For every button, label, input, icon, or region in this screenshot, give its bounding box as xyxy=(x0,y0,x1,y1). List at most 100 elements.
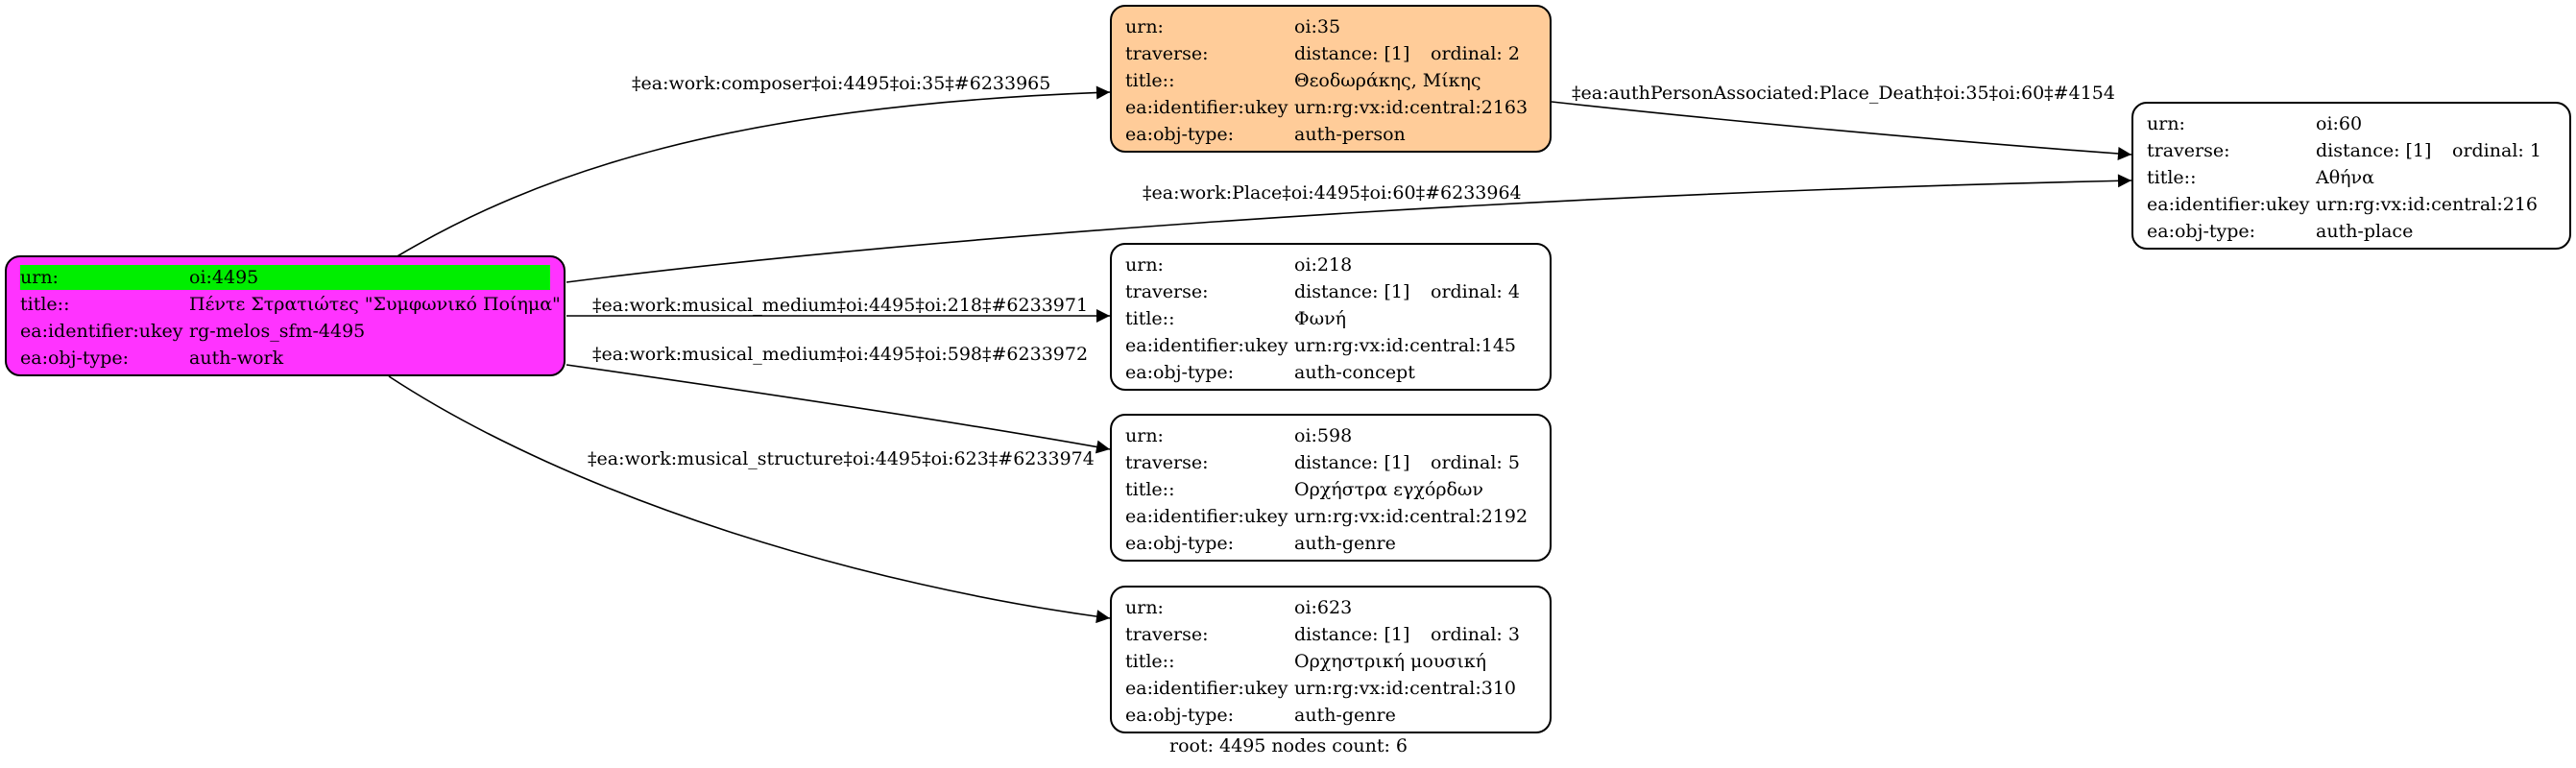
node-row-ukey: ea:identifier:ukey rg-melos_sfm-4495 xyxy=(20,319,554,344)
row-value: auth-concept xyxy=(1294,362,1415,383)
node-row-traverse: traverse: distance: [1] ordinal: 4 xyxy=(1125,279,1540,304)
node-row-urn: urn: oi:4495 xyxy=(20,265,550,290)
row-key: ea:obj-type: xyxy=(20,348,130,369)
row-value: oi:60 xyxy=(2316,113,2363,134)
row-value: auth-person xyxy=(1294,124,1406,145)
node-row-traverse: traverse: distance: [1] ordinal: 1 xyxy=(2147,138,2560,163)
row-distance: distance: [1] xyxy=(1294,624,1410,645)
node-row-title: title:: Θεοδωράκης, Μίκης xyxy=(1125,68,1540,93)
row-ordinal: ordinal: 3 xyxy=(1431,624,1520,645)
row-value: oi:4495 xyxy=(189,267,259,288)
row-key: traverse: xyxy=(1125,624,1209,645)
row-value: Πέντε Στρατιώτες "Συμφωνικό Ποίημα" xyxy=(189,294,561,315)
node-oi-60[interactable]: urn: oi:60 traverse: distance: [1] ordin… xyxy=(2131,102,2571,250)
row-key: ea:obj-type: xyxy=(1125,124,1235,145)
node-row-urn: urn: oi:598 xyxy=(1125,423,1540,448)
node-row-type: ea:obj-type: auth-place xyxy=(2147,219,2560,244)
row-distance: distance: [1] xyxy=(1294,281,1410,302)
node-oi-218[interactable]: urn: oi:218 traverse: distance: [1] ordi… xyxy=(1110,243,1552,391)
row-key: ea:obj-type: xyxy=(1125,705,1235,726)
node-row-title: title:: Ορχηστρική μουσική xyxy=(1125,649,1540,674)
node-row-ukey: ea:identifier:ukey urn:rg:vx:id:central:… xyxy=(1125,676,1540,701)
edge-label-place-death: ‡ea:authPersonAssociated:Place_Death‡oi:… xyxy=(1572,83,2115,104)
node-row-urn: urn: oi:60 xyxy=(2147,111,2560,136)
row-key: ea:identifier:ukey xyxy=(1125,97,1288,118)
row-key: ea:identifier:ukey xyxy=(1125,678,1288,699)
edge-composer xyxy=(395,85,1111,258)
edge-label-medium-218: ‡ea:work:musical_medium‡oi:4495‡oi:218‡#… xyxy=(592,295,1089,316)
row-key: ea:obj-type: xyxy=(1125,533,1235,554)
node-row-traverse: traverse: distance: [1] ordinal: 3 xyxy=(1125,622,1540,647)
node-row-type: ea:obj-type: auth-concept xyxy=(1125,360,1540,385)
row-distance: distance: [1] xyxy=(1294,43,1410,64)
row-key: urn: xyxy=(1125,16,1164,37)
edge-label-structure-623: ‡ea:work:musical_structure‡oi:4495‡oi:62… xyxy=(588,448,1095,469)
row-value: urn:rg:vx:id:central:216 xyxy=(2316,194,2539,215)
row-value: oi:218 xyxy=(1294,254,1353,276)
node-row-ukey: ea:identifier:ukey urn:rg:vx:id:central:… xyxy=(1125,504,1540,529)
row-key: ea:identifier:ukey xyxy=(1125,506,1288,527)
row-key: ea:identifier:ukey xyxy=(20,321,183,342)
row-value: auth-place xyxy=(2316,221,2414,242)
row-key: title:: xyxy=(20,294,70,315)
edge-structure-623 xyxy=(388,375,1111,624)
row-value: urn:rg:vx:id:central:310 xyxy=(1294,678,1517,699)
row-value: Θεοδωράκης, Μίκης xyxy=(1294,70,1481,91)
row-value: urn:rg:vx:id:central:2163 xyxy=(1294,97,1529,118)
row-key: urn: xyxy=(1125,254,1164,276)
node-oi-623[interactable]: urn: oi:623 traverse: distance: [1] ordi… xyxy=(1110,586,1552,733)
row-value: oi:35 xyxy=(1294,16,1341,37)
edge-label-medium-598: ‡ea:work:musical_medium‡oi:4495‡oi:598‡#… xyxy=(592,344,1089,365)
node-row-ukey: ea:identifier:ukey urn:rg:vx:id:central:… xyxy=(2147,192,2560,217)
row-value: Ορχήστρα εγχόρδων xyxy=(1294,479,1483,500)
node-row-type: ea:obj-type: auth-person xyxy=(1125,122,1540,147)
node-row-ukey: ea:identifier:ukey urn:rg:vx:id:central:… xyxy=(1125,95,1540,120)
node-row-urn: urn: oi:623 xyxy=(1125,595,1540,620)
row-value: auth-genre xyxy=(1294,705,1396,726)
row-ordinal: ordinal: 5 xyxy=(1431,452,1520,473)
row-value: Φωνή xyxy=(1294,308,1347,329)
row-value: auth-genre xyxy=(1294,533,1396,554)
edge-place xyxy=(566,174,2132,283)
row-ordinal: ordinal: 4 xyxy=(1431,281,1520,302)
row-key: title:: xyxy=(1125,70,1175,91)
row-value: urn:rg:vx:id:central:145 xyxy=(1294,335,1517,356)
graph-footer: root: 4495 nodes count: 6 xyxy=(1169,735,1408,756)
node-row-traverse: traverse: distance: [1] ordinal: 5 xyxy=(1125,450,1540,475)
node-oi-598[interactable]: urn: oi:598 traverse: distance: [1] ordi… xyxy=(1110,414,1552,562)
row-key: ea:obj-type: xyxy=(2147,221,2256,242)
node-row-title: title:: Πέντε Στρατιώτες "Συμφωνικό Ποίη… xyxy=(20,292,561,317)
node-row-traverse: traverse: distance: [1] ordinal: 2 xyxy=(1125,41,1540,66)
node-row-title: title:: Φωνή xyxy=(1125,306,1540,331)
row-key: title:: xyxy=(1125,651,1175,672)
row-key: title:: xyxy=(1125,479,1175,500)
row-key: traverse: xyxy=(2147,140,2230,161)
node-row-title: title:: Αθήνα xyxy=(2147,165,2560,190)
row-value: urn:rg:vx:id:central:2192 xyxy=(1294,506,1529,527)
row-value: rg-melos_sfm-4495 xyxy=(189,321,366,342)
row-key: ea:obj-type: xyxy=(1125,362,1235,383)
row-value: Ορχηστρική μουσική xyxy=(1294,651,1487,672)
row-ordinal: ordinal: 1 xyxy=(2452,140,2541,161)
edge-label-composer: ‡ea:work:composer‡oi:4495‡oi:35‡#6233965 xyxy=(632,73,1051,94)
edge-place-death xyxy=(1551,101,2132,160)
node-row-title: title:: Ορχήστρα εγχόρδων xyxy=(1125,477,1540,502)
row-value: oi:598 xyxy=(1294,425,1353,446)
row-distance: distance: [1] xyxy=(2316,140,2432,161)
row-key: traverse: xyxy=(1125,452,1209,473)
node-row-type: ea:obj-type: auth-work xyxy=(20,346,554,371)
node-row-type: ea:obj-type: auth-genre xyxy=(1125,531,1540,556)
edge-medium-598 xyxy=(566,364,1111,454)
row-key: urn: xyxy=(1125,597,1164,618)
node-row-urn: urn: oi:35 xyxy=(1125,14,1540,39)
node-root[interactable]: urn: oi:4495 title:: Πέντε Στρατιώτες "Σ… xyxy=(5,255,566,376)
node-row-type: ea:obj-type: auth-genre xyxy=(1125,703,1540,728)
row-key: traverse: xyxy=(1125,43,1209,64)
row-key: urn: xyxy=(2147,113,2185,134)
row-distance: distance: [1] xyxy=(1294,452,1410,473)
row-ordinal: ordinal: 2 xyxy=(1431,43,1520,64)
row-key: urn: xyxy=(1125,425,1164,446)
row-key: ea:identifier:ukey xyxy=(2147,194,2310,215)
node-oi-35[interactable]: urn: oi:35 traverse: distance: [1] ordin… xyxy=(1110,5,1552,153)
